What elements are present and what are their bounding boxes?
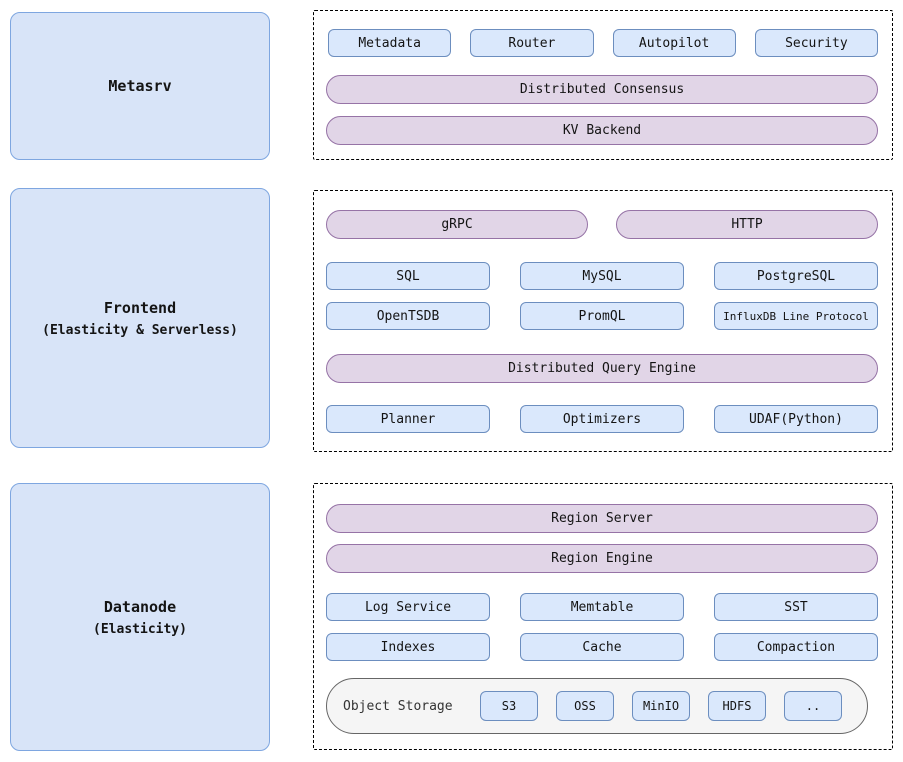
backend-other: .. [784, 691, 842, 721]
object-storage-backends: S3 OSS MinIO HDFS .. [480, 691, 842, 721]
layer-grpc: gRPC [326, 210, 588, 239]
node-datanode-title: Datanode [103, 597, 177, 616]
datanode-storage-row-2: Indexes Cache Compaction [326, 633, 878, 661]
protocol-promql: PromQL [520, 302, 684, 330]
storage-compaction: Compaction [714, 633, 878, 661]
layer-http: HTTP [616, 210, 878, 239]
metasrv-components-row: Metadata Router Autopilot Security [328, 29, 878, 57]
node-metasrv: Metasrv [10, 12, 270, 160]
engine-optimizers: Optimizers [520, 405, 684, 433]
panel-metasrv: Metadata Router Autopilot Security Distr… [313, 10, 893, 160]
protocol-mysql: MySQL [520, 262, 684, 290]
layer-kv-backend: KV Backend [326, 116, 878, 145]
protocol-opentsdb: OpenTSDB [326, 302, 490, 330]
frontend-protocols-row-1: SQL MySQL PostgreSQL [326, 262, 878, 290]
frontend-protocols-row-2: OpenTSDB PromQL InfluxDB Line Protocol [326, 302, 878, 330]
node-metasrv-title: Metasrv [108, 77, 172, 95]
node-frontend: Frontend (Elasticity & Serverless) [10, 188, 270, 448]
component-metadata: Metadata [328, 29, 452, 57]
layer-distributed-query-engine: Distributed Query Engine [326, 354, 878, 383]
backend-s3: S3 [480, 691, 538, 721]
protocol-influxdb-line-protocol: InfluxDB Line Protocol [714, 302, 878, 330]
component-router: Router [470, 29, 594, 57]
object-storage-label: Object Storage [343, 698, 453, 714]
object-storage-group: Object Storage S3 OSS MinIO HDFS .. [326, 678, 868, 734]
backend-hdfs: HDFS [708, 691, 766, 721]
node-frontend-title: Frontend [103, 298, 177, 317]
component-security: Security [754, 29, 878, 57]
frontend-engine-row: Planner Optimizers UDAF(Python) [326, 405, 878, 433]
backend-oss: OSS [556, 691, 614, 721]
node-datanode-subtitle: (Elasticity) [93, 621, 187, 637]
storage-sst: SST [714, 593, 878, 621]
engine-udaf-python: UDAF(Python) [714, 405, 878, 433]
node-datanode: Datanode (Elasticity) [10, 483, 270, 751]
datanode-storage-row-1: Log Service Memtable SST [326, 593, 878, 621]
layer-region-server: Region Server [326, 504, 878, 533]
storage-indexes: Indexes [326, 633, 490, 661]
panel-frontend: gRPC HTTP SQL MySQL PostgreSQL OpenTSDB … [313, 190, 893, 452]
layer-distributed-consensus: Distributed Consensus [326, 75, 878, 104]
storage-memtable: Memtable [520, 593, 684, 621]
node-frontend-subtitle: (Elasticity & Serverless) [42, 322, 238, 338]
frontend-rpc-row: gRPC HTTP [326, 210, 878, 239]
backend-minio: MinIO [632, 691, 690, 721]
protocol-postgresql: PostgreSQL [714, 262, 878, 290]
storage-cache: Cache [520, 633, 684, 661]
engine-planner: Planner [326, 405, 490, 433]
protocol-sql: SQL [326, 262, 490, 290]
panel-datanode: Region Server Region Engine Log Service … [313, 483, 893, 750]
layer-region-engine: Region Engine [326, 544, 878, 573]
storage-log-service: Log Service [326, 593, 490, 621]
component-autopilot: Autopilot [612, 29, 736, 57]
